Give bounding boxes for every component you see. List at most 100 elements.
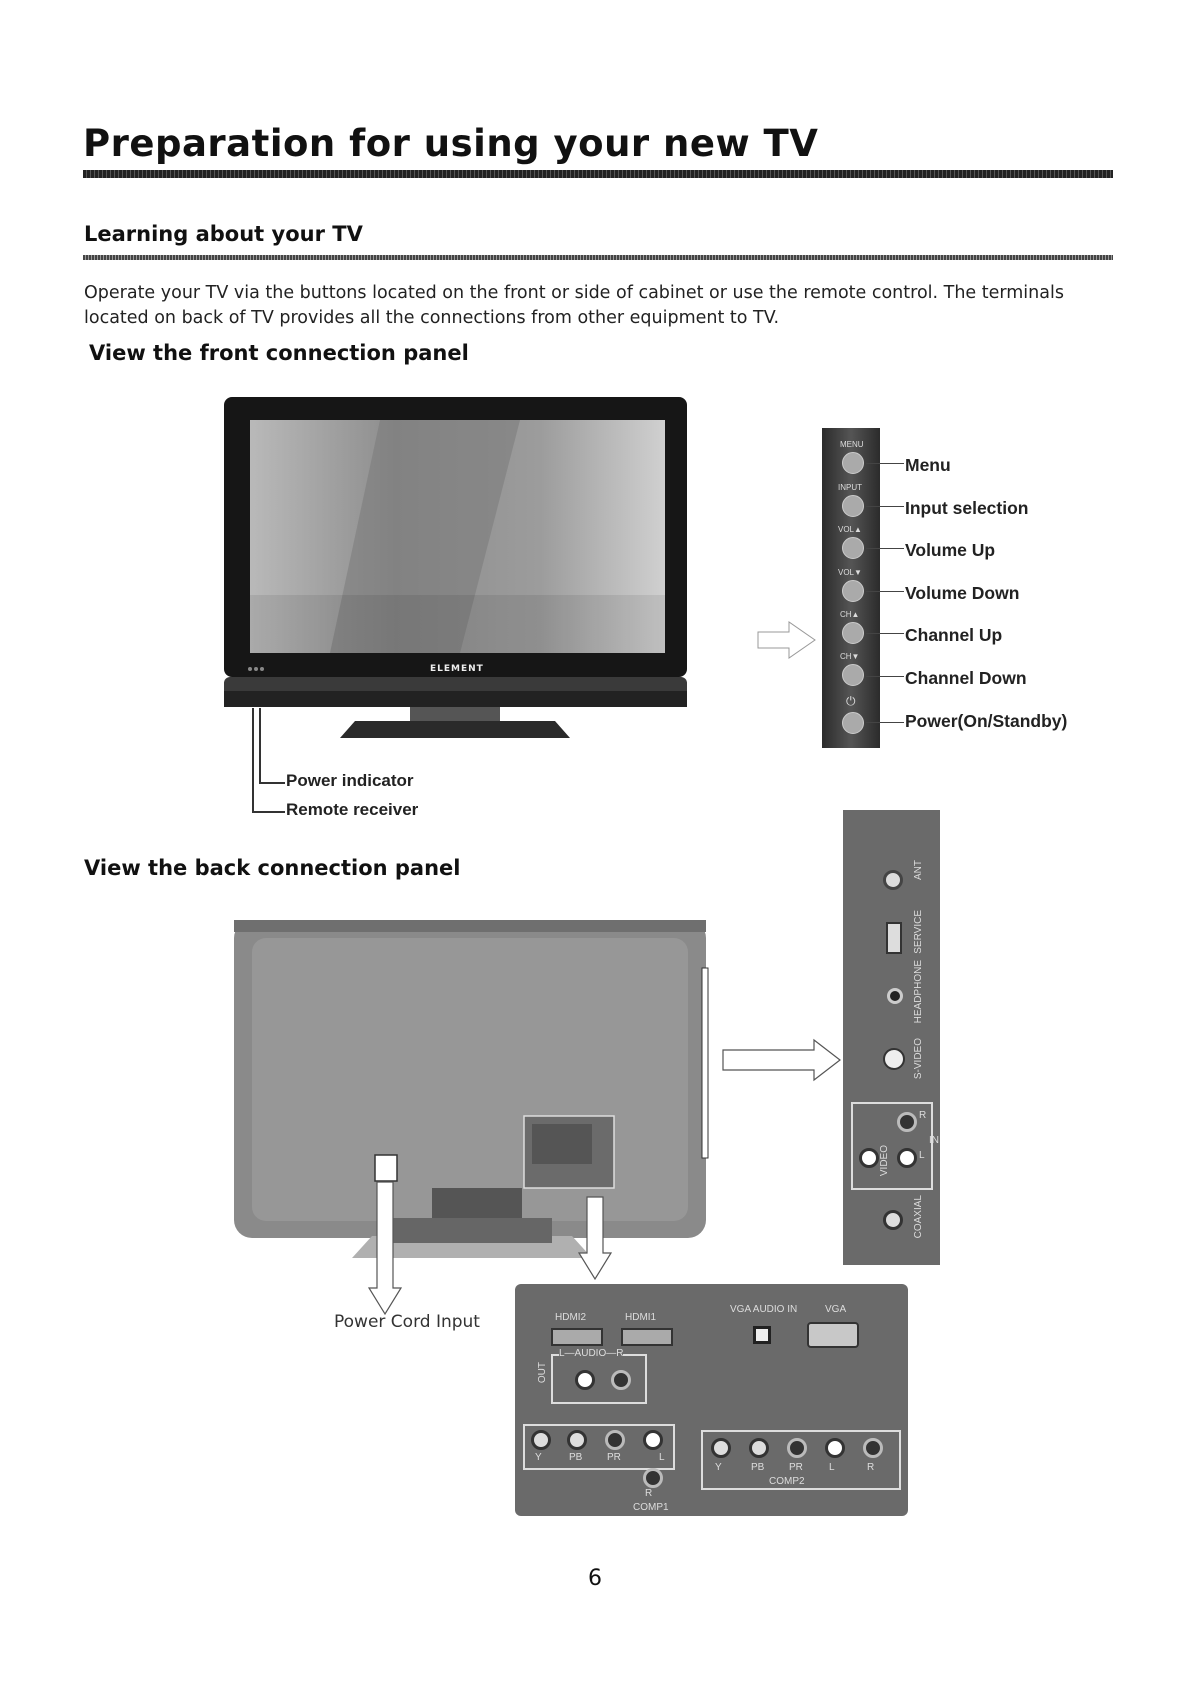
callout-line (866, 676, 904, 677)
hdmi2-label: HDMI2 (555, 1312, 587, 1323)
audio-out-r-port[interactable] (611, 1370, 631, 1390)
title-rule (83, 170, 1113, 178)
menu-button[interactable] (842, 452, 864, 474)
coaxial-port[interactable] (883, 1210, 903, 1230)
svideo-port[interactable] (883, 1048, 905, 1070)
input-button[interactable] (842, 495, 864, 517)
audio-r-port[interactable] (897, 1112, 917, 1132)
comp2-l-port[interactable] (825, 1438, 845, 1458)
r-label: R (919, 1110, 927, 1121)
service-label: SERVICE (913, 910, 924, 954)
arrow-down-icon (368, 1181, 402, 1316)
intro-paragraph: Operate your TV via the buttons located … (84, 283, 1064, 328)
audio-out-label: L—AUDIO—R (559, 1348, 624, 1359)
ant-port[interactable] (883, 870, 903, 890)
comp1-r-port[interactable] (643, 1468, 663, 1488)
usb-service-port[interactable] (886, 922, 902, 954)
arrow-right-icon (757, 621, 816, 659)
strip-label: MENU (840, 440, 864, 449)
video-port[interactable] (859, 1148, 879, 1168)
section-title: Learning about your TV (84, 222, 363, 246)
strip-label: VOL▼ (838, 568, 862, 577)
arrow-down-icon (578, 1196, 612, 1281)
brand-logo: ELEMENT (430, 664, 484, 674)
comp2-pr-port[interactable] (787, 1438, 807, 1458)
comp1-pb-port[interactable] (567, 1430, 587, 1450)
comp2-pb-port[interactable] (749, 1438, 769, 1458)
tv-back-illustration (234, 920, 709, 1258)
comp1-pb-label: PB (569, 1452, 583, 1463)
button-label-menu: Menu (905, 455, 951, 475)
video-label: VIDEO (879, 1145, 890, 1177)
audio-out-l-port[interactable] (575, 1370, 595, 1390)
svideo-label: S-VIDEO (913, 1038, 924, 1080)
headphone-port[interactable] (887, 988, 903, 1004)
side-button-strip-contents: MENU INPUT VOL▲ VOL▼ CH▲ CH▼ ⏻ (822, 428, 880, 748)
headphone-label: HEADPHONE (913, 960, 924, 1024)
remote-receiver-label: Remote receiver (286, 800, 419, 819)
comp1-l-port[interactable] (643, 1430, 663, 1450)
comp1-l-label: L (659, 1452, 665, 1463)
out-label: OUT (537, 1362, 548, 1384)
comp2-pb-label: PB (751, 1462, 765, 1473)
back-panel-heading: View the back connection panel (84, 856, 461, 880)
comp2-y-port[interactable] (711, 1438, 731, 1458)
comp1-r-label: R (645, 1488, 653, 1499)
callout-line (866, 633, 904, 634)
side-ports-panel: ANT SERVICE HEADPHONE S-VIDEO R L VIDEO … (843, 810, 940, 1265)
power-indicator-label: Power indicator (286, 771, 414, 790)
comp1-y-label: Y (535, 1452, 542, 1463)
hdmi2-port[interactable] (551, 1328, 603, 1346)
callout-line (252, 811, 285, 813)
power-button[interactable] (842, 712, 864, 734)
comp2-y-label: Y (715, 1462, 722, 1473)
callout-line (866, 722, 904, 723)
strip-label: VOL▲ (838, 525, 862, 534)
audio-l-port[interactable] (897, 1148, 917, 1168)
button-label-volume-up: Volume Up (905, 540, 996, 560)
callout-line (866, 506, 904, 507)
comp2-r-port[interactable] (863, 1438, 883, 1458)
l-label: L (919, 1150, 925, 1161)
hdmi1-label: HDMI1 (625, 1312, 657, 1323)
ant-label: ANT (913, 860, 924, 880)
comp1-y-port[interactable] (531, 1430, 551, 1450)
vga-audio-in-label: VGA AUDIO IN (730, 1304, 798, 1315)
page-number: 6 (588, 1566, 602, 1591)
comp2-r-label: R (867, 1462, 875, 1473)
tv-front-illustration (224, 397, 687, 738)
vga-label: VGA (825, 1304, 847, 1315)
callout-line (259, 782, 285, 784)
hdmi1-port[interactable] (621, 1328, 673, 1346)
strip-label: CH▼ (840, 652, 860, 661)
av-in-group (851, 1102, 933, 1190)
vga-audio-in-port[interactable] (753, 1326, 771, 1344)
channel-up-button[interactable] (842, 622, 864, 644)
button-label-channel-down: Channel Down (905, 668, 1027, 688)
comp1-label: COMP1 (633, 1502, 669, 1513)
comp2-l-label: L (829, 1462, 835, 1473)
power-symbol-icon: ⏻ (846, 694, 856, 708)
strip-label: CH▲ (840, 610, 860, 619)
button-label-channel-up: Channel Up (905, 625, 1003, 645)
arrow-right-icon (722, 1038, 841, 1082)
volume-down-button[interactable] (842, 580, 864, 602)
strip-label: INPUT (838, 483, 862, 492)
button-label-volume-down: Volume Down (905, 583, 1020, 603)
channel-down-button[interactable] (842, 664, 864, 686)
comp2-group (701, 1430, 901, 1490)
comp1-pr-label: PR (607, 1452, 621, 1463)
in-label: IN (929, 1135, 939, 1146)
comp2-label: COMP2 (769, 1476, 805, 1487)
comp1-pr-port[interactable] (605, 1430, 625, 1450)
comp1-group (523, 1424, 675, 1470)
callout-line (866, 548, 904, 549)
button-label-input: Input selection (905, 498, 1029, 518)
vga-port[interactable] (807, 1322, 859, 1348)
volume-up-button[interactable] (842, 537, 864, 559)
coaxial-label: COAXIAL (913, 1195, 924, 1239)
page-title: Preparation for using your new TV (83, 122, 819, 165)
section-rule (83, 255, 1113, 260)
callout-line (866, 463, 904, 464)
comp2-pr-label: PR (789, 1462, 803, 1473)
